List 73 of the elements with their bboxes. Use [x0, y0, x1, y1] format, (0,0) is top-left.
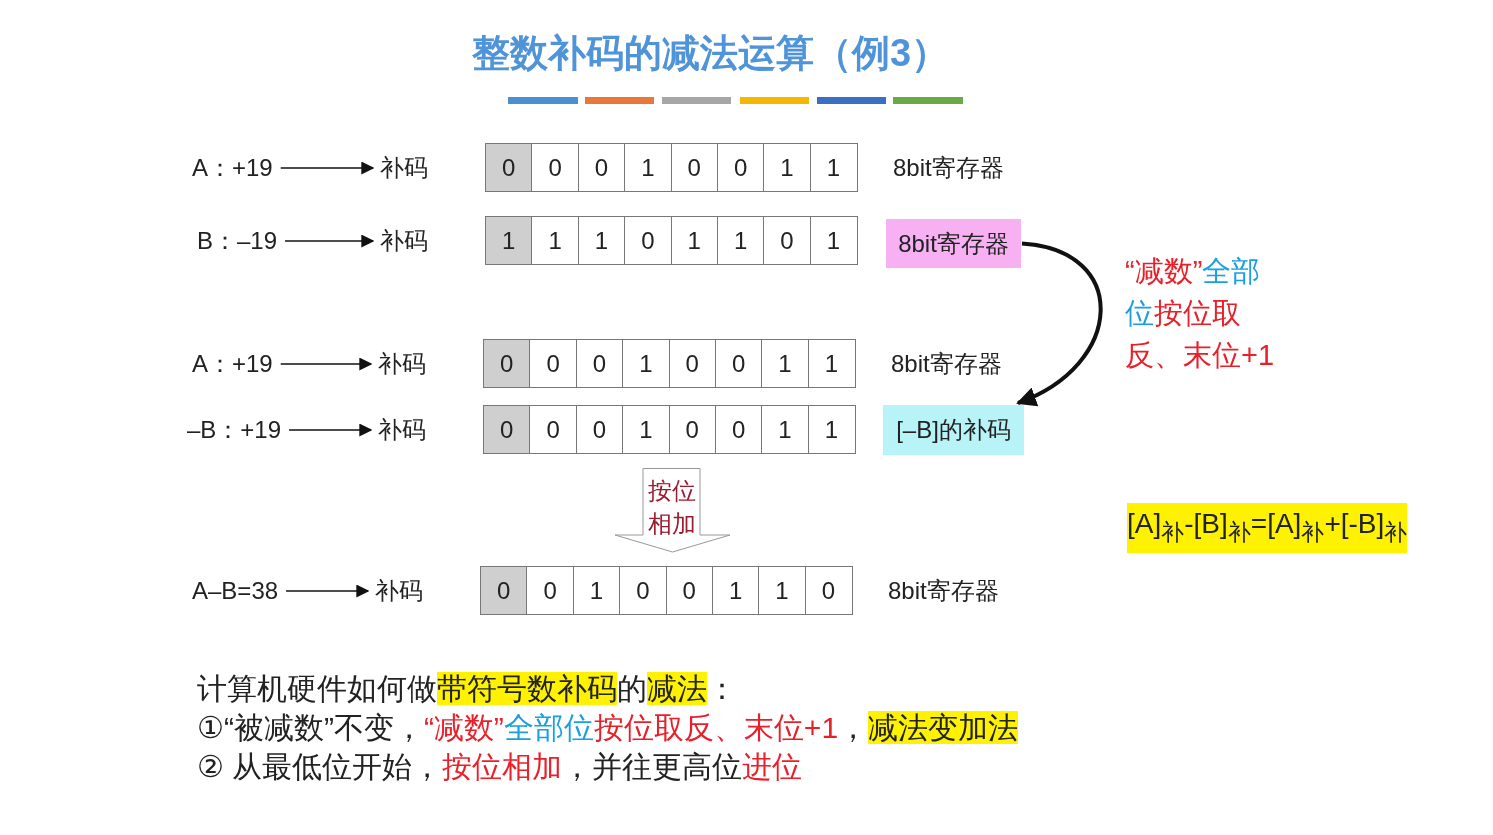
bit-cell: 0: [714, 340, 762, 387]
bit-cell: 1: [670, 217, 717, 264]
register: [485, 143, 858, 192]
value-label: A：+19: [192, 153, 273, 183]
block-arrow: 按位相加: [614, 468, 731, 553]
bit-cell: 1: [809, 217, 856, 264]
bit-cell: 0: [483, 340, 530, 387]
bit-cell: 1: [758, 567, 805, 614]
bit-cell: 0: [714, 406, 762, 453]
bit-cell: 1: [624, 144, 671, 191]
bit-cell: 0: [483, 406, 530, 453]
bit-cell: 0: [480, 567, 527, 614]
code-label: 补码: [380, 226, 428, 256]
code-label: 补码: [375, 576, 423, 606]
register: [480, 566, 853, 615]
bit-cell: 1: [809, 144, 856, 191]
bit-cell: 1: [531, 217, 578, 264]
arrow: [279, 161, 375, 175]
bit-cell: 0: [665, 567, 712, 614]
value-label: B：–19: [197, 226, 278, 256]
arrow: [279, 357, 373, 371]
bit-cell: 0: [624, 217, 671, 264]
register-label: 8bit寄存器: [888, 576, 999, 606]
arrow: [285, 584, 370, 598]
bit-cell: 0: [577, 144, 625, 191]
code-label: 补码: [378, 349, 426, 379]
register: [485, 216, 858, 265]
bit-cell: 1: [761, 340, 808, 387]
bit-cell: 0: [763, 217, 810, 264]
bit-cell: 0: [716, 144, 764, 191]
bit-cell: 0: [531, 144, 578, 191]
register: [483, 339, 856, 388]
value-label: –B：+19: [187, 415, 282, 445]
bit-cell: 0: [668, 340, 715, 387]
bit-cell: 0: [575, 406, 623, 453]
arrow: [1016, 241, 1103, 405]
bit-cell: 1: [807, 340, 854, 387]
side-note: “减数”全部位按位取反、末位+1: [1125, 254, 1276, 373]
code-label: 补码: [378, 415, 426, 445]
bit-cell: 0: [804, 567, 851, 614]
title: 整数补码的减法运算（例3）: [472, 31, 950, 76]
register: [483, 405, 856, 454]
register-label: 8bit寄存器: [893, 153, 1004, 183]
bit-cell: 1: [485, 217, 532, 264]
complement-tag: [–B]的补码: [883, 405, 1024, 455]
code-label: 补码: [380, 153, 428, 183]
bit-cell: 1: [711, 567, 759, 614]
note-line: ①“被减数”不变，“减数”全部位按位取反、末位+1，减法变加法: [197, 710, 1019, 746]
bit-cell: 1: [622, 340, 669, 387]
bit-cell: 1: [716, 217, 764, 264]
arrow: [284, 234, 375, 248]
bit-cell: 0: [670, 144, 717, 191]
register-tag: 8bit寄存器: [886, 219, 1021, 268]
bit-cell: 0: [529, 406, 576, 453]
formula: [A]$_{补}$-[B]$_{补}$=[A]$_{补}$+[-B]$_{补}$: [1127, 503, 1408, 553]
bit-cell: 0: [668, 406, 715, 453]
bit-cell: 1: [763, 144, 810, 191]
arrow: [288, 423, 373, 437]
note-line: ② 从最低位开始，按位相加，并往更高位进位: [197, 749, 803, 785]
bit-cell: 0: [526, 567, 573, 614]
bit-cell: 1: [807, 406, 854, 453]
register-label: 8bit寄存器: [891, 349, 1002, 379]
bit-cell: 1: [622, 406, 669, 453]
value-label: A–B=38: [192, 576, 279, 606]
bit-cell: 0: [575, 340, 623, 387]
note-line: 计算机硬件如何做带符号数补码的减法：: [197, 671, 737, 707]
bit-cell: 1: [572, 567, 620, 614]
bit-cell: 0: [619, 567, 666, 614]
bit-cell: 1: [761, 406, 808, 453]
value-label: A：+19: [192, 349, 273, 379]
bit-cell: 0: [529, 340, 576, 387]
bit-cell: 1: [577, 217, 625, 264]
bit-cell: 0: [485, 144, 532, 191]
